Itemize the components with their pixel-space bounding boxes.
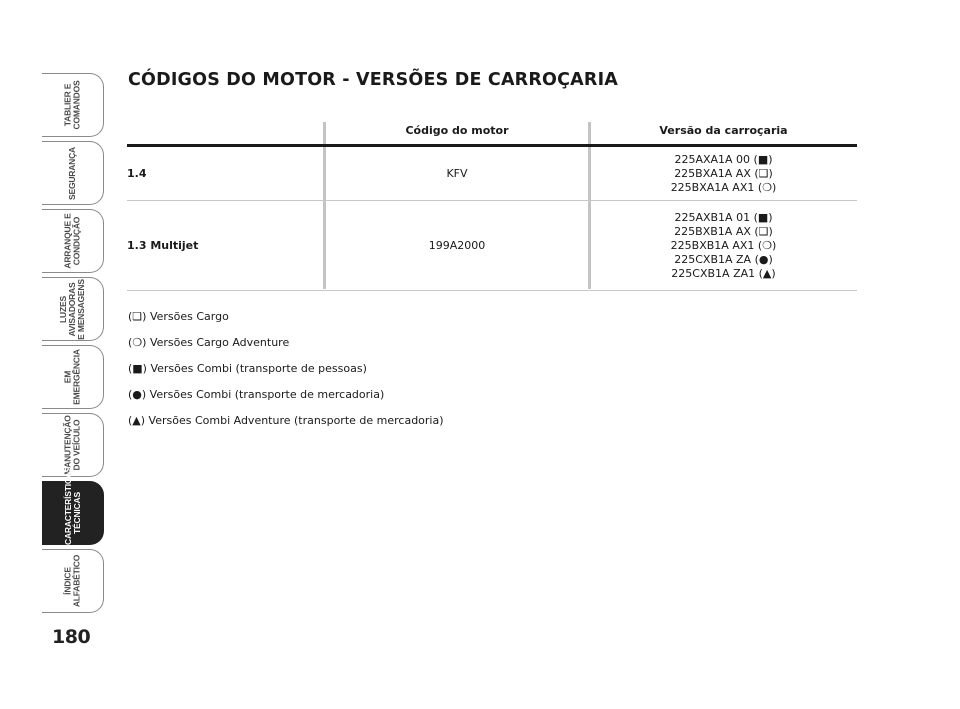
body-version-line: 225BXB1A AX1 (❍) xyxy=(670,238,777,252)
engine-codes-table: Código do motor Versão da carroçaria 1.4… xyxy=(127,122,857,291)
tab-indice-alfabetico[interactable]: ÍNDICE ALFABÉTICO xyxy=(42,549,104,613)
tab-label: EM EMERGÊNCIA xyxy=(62,349,82,405)
body-version-line: 225BXB1A AX (❑) xyxy=(674,224,773,238)
legend-item: (▲) Versões Combi Adventure (transporte … xyxy=(128,414,444,427)
engine-cell: 1.4 xyxy=(127,167,147,180)
tab-seguranca[interactable]: SEGURANÇA xyxy=(42,141,104,205)
body-version-line: 225BXA1A AX1 (❍) xyxy=(670,180,777,194)
tab-tablier-comandos[interactable]: TABLIER E COMANDOS xyxy=(42,73,104,137)
tab-arranque-conducao[interactable]: ARRANQUE E CONDUÇÃO xyxy=(42,209,104,273)
legend-item: (■) Versões Combi (transporte de pessoas… xyxy=(128,362,367,375)
header-engine-code: Código do motor xyxy=(405,124,509,137)
body-version-line: 225BXA1A AX (❑) xyxy=(674,166,773,180)
tab-label: TABLIER E COMANDOS xyxy=(62,80,82,130)
body-version-line: 225AXA1A 00 (■) xyxy=(674,152,773,166)
legend-item: (❑) Versões Cargo xyxy=(128,310,229,323)
tab-label: ÍNDICE ALFABÉTICO xyxy=(62,554,82,608)
column-divider xyxy=(588,122,591,289)
engine-cell: 1.3 Multijet xyxy=(127,239,199,252)
header-body-version: Versão da carroçaria xyxy=(659,124,788,137)
tab-luzes-avisadoras[interactable]: LUZES AVISADORAS E MENSAGENS xyxy=(42,277,104,341)
legend-item: (❍) Versões Cargo Adventure xyxy=(128,336,290,349)
table-header: Código do motor Versão da carroçaria xyxy=(127,122,857,147)
table-row: 1.3 Multijet 199A2000 225AXB1A 01 (■) 22… xyxy=(127,201,857,291)
body-version-cell: 225AXA1A 00 (■) 225BXA1A AX (❑) 225BXA1A… xyxy=(590,147,857,200)
table-row: 1.4 KFV 225AXA1A 00 (■) 225BXA1A AX (❑) … xyxy=(127,147,857,201)
engine-code-cell: 199A2000 xyxy=(428,239,486,252)
tab-label: CARACTERÍSTICAS TÉCNICAS xyxy=(62,466,82,545)
body-version-line: 225CXB1A ZA1 (▲) xyxy=(671,266,776,280)
column-divider xyxy=(323,122,326,289)
legend: (❑) Versões Cargo (❍) Versões Cargo Adve… xyxy=(128,310,444,440)
tab-label: LUZES AVISADORAS E MENSAGENS xyxy=(58,278,86,340)
engine-code-cell: KFV xyxy=(446,167,468,180)
body-version-cell: 225AXB1A 01 (■) 225BXB1A AX (❑) 225BXB1A… xyxy=(590,201,857,290)
page-title: CÓDIGOS DO MOTOR - VERSÕES DE CARROÇARIA xyxy=(128,70,619,90)
tab-em-emergencia[interactable]: EM EMERGÊNCIA xyxy=(42,345,104,409)
legend-item: (●) Versões Combi (transporte de mercado… xyxy=(128,388,385,401)
body-version-line: 225CXB1A ZA (●) xyxy=(674,252,773,266)
tab-manutencao-veiculo[interactable]: MANUTENÇÃO DO VEÍCULO xyxy=(42,413,104,477)
tab-caracteristicas-tecnicas[interactable]: CARACTERÍSTICAS TÉCNICAS xyxy=(42,466,104,545)
body-version-line: 225AXB1A 01 (■) xyxy=(674,210,773,224)
tab-label: ARRANQUE E CONDUÇÃO xyxy=(62,213,82,269)
tab-label: SEGURANÇA xyxy=(67,146,77,200)
page-number: 180 xyxy=(52,626,91,648)
